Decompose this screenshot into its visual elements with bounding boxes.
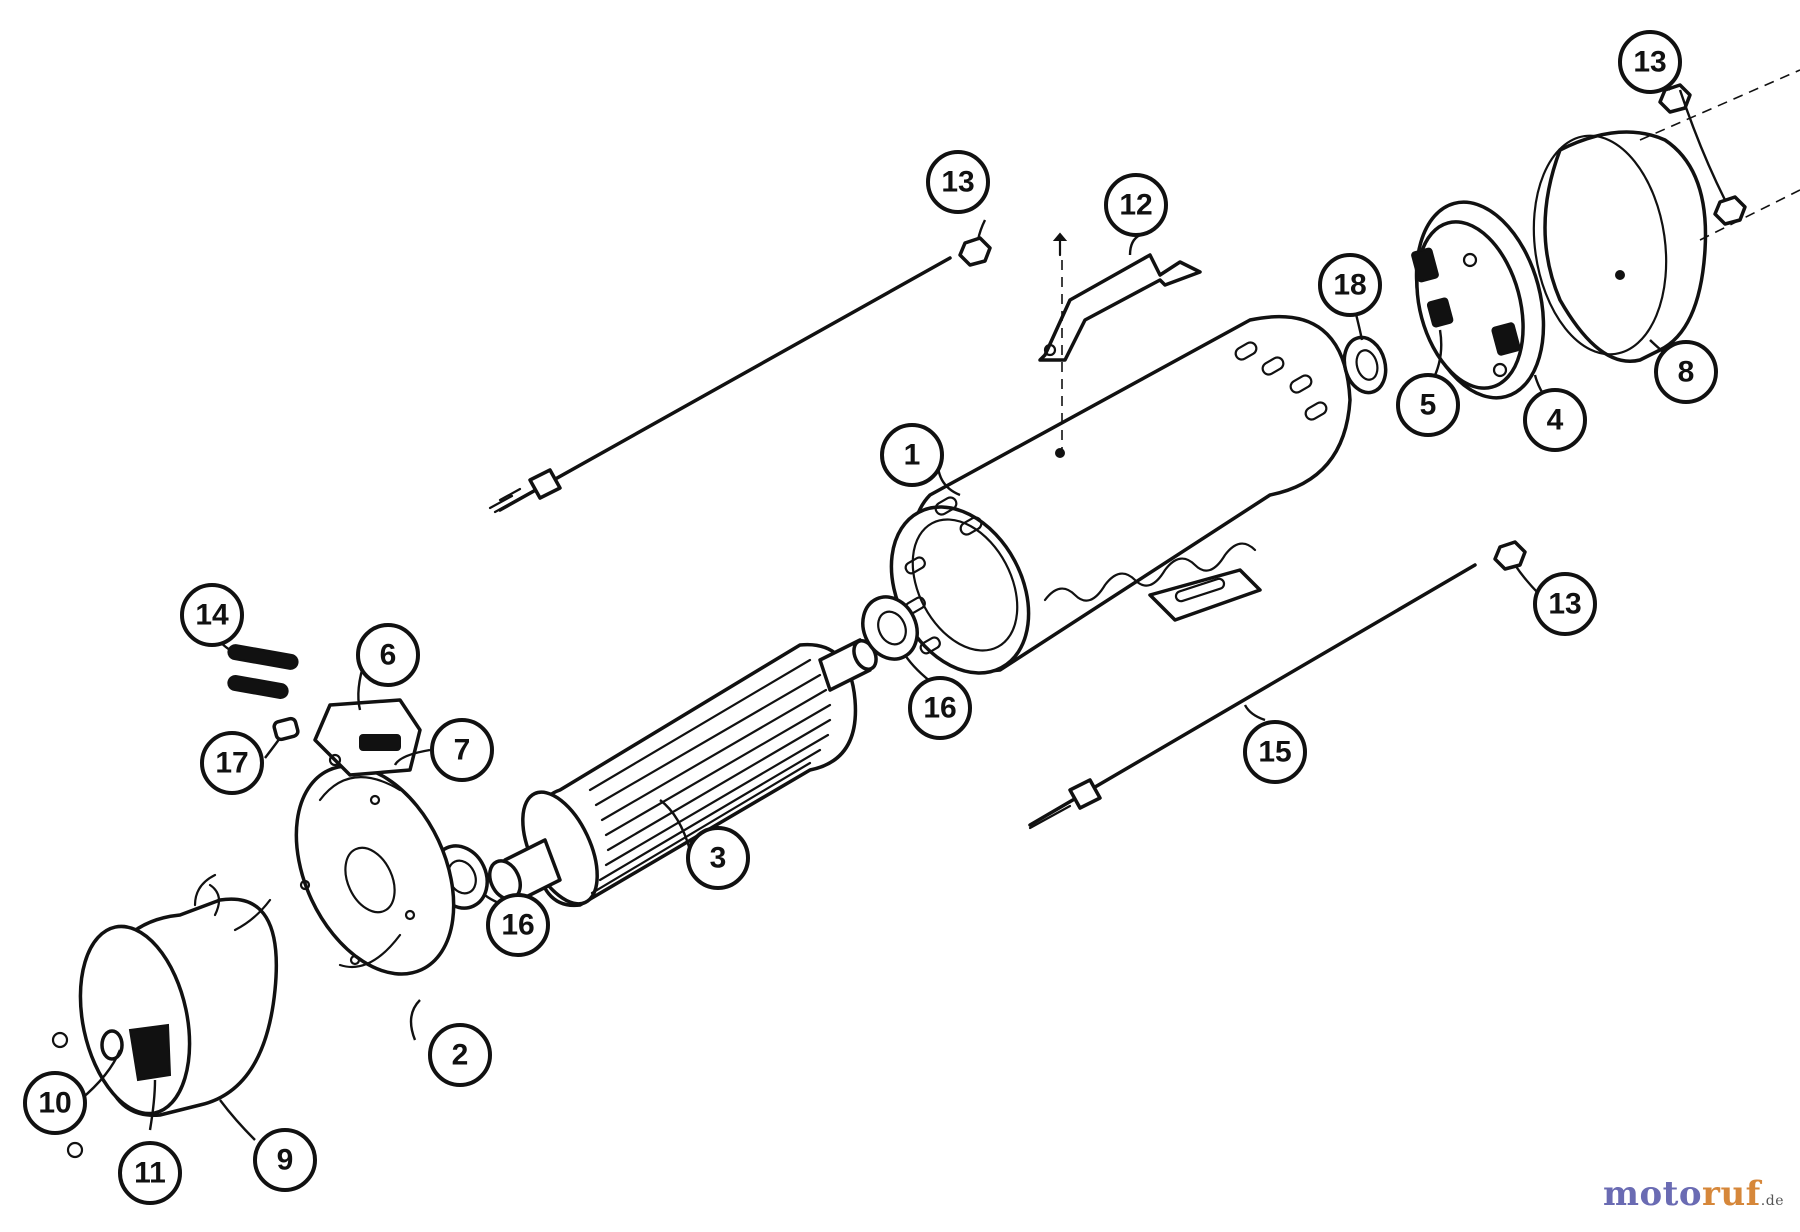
svg-text:13: 13 xyxy=(941,166,974,199)
end-plate xyxy=(294,764,456,976)
bearing-upper xyxy=(861,595,919,661)
watermark-logo: motoruf.de xyxy=(1603,1174,1784,1214)
svg-text:9: 9 xyxy=(277,1144,294,1177)
svg-text:11: 11 xyxy=(134,1157,166,1190)
end-cap xyxy=(1532,130,1708,363)
callout-13-lower: 13 xyxy=(1533,572,1597,636)
callout-4: 4 xyxy=(1523,388,1587,452)
watermark-main: moto xyxy=(1602,1174,1703,1214)
callout-9: 9 xyxy=(253,1128,317,1192)
svg-text:17: 17 xyxy=(215,747,248,780)
armature xyxy=(488,638,878,908)
watermark-tld: .de xyxy=(1760,1193,1784,1209)
nut-lower-bolt xyxy=(1493,540,1527,571)
watermark-accent: ruf xyxy=(1702,1174,1761,1214)
terminal-block xyxy=(313,698,422,777)
callout-13-top-right: 13 xyxy=(1618,30,1682,94)
callout-16-upper: 16 xyxy=(908,676,972,740)
svg-text:4: 4 xyxy=(1547,404,1564,437)
callout-12: 12 xyxy=(1104,173,1168,237)
nut-upper-bolt xyxy=(958,236,992,267)
svg-text:3: 3 xyxy=(710,842,727,875)
callout-7: 7 xyxy=(430,718,494,782)
svg-text:16: 16 xyxy=(501,909,534,942)
callout-5: 5 xyxy=(1396,373,1460,437)
svg-text:16: 16 xyxy=(923,692,956,725)
washer xyxy=(1342,335,1388,395)
motor-housing xyxy=(889,314,1352,675)
callout-16-lower: 16 xyxy=(486,893,550,957)
svg-text:5: 5 xyxy=(1420,389,1437,422)
brush-springs xyxy=(227,644,299,699)
svg-text:14: 14 xyxy=(195,599,229,632)
svg-text:2: 2 xyxy=(452,1039,469,1072)
svg-text:15: 15 xyxy=(1258,736,1291,769)
svg-text:7: 7 xyxy=(454,734,471,767)
callout-2: 2 xyxy=(428,1023,492,1087)
svg-text:13: 13 xyxy=(1633,46,1666,79)
svg-text:6: 6 xyxy=(380,639,397,672)
field-cap xyxy=(51,873,279,1159)
callout-17: 17 xyxy=(200,731,264,795)
svg-text:18: 18 xyxy=(1333,269,1366,302)
mounting-bracket xyxy=(1038,232,1202,455)
svg-text:12: 12 xyxy=(1119,189,1152,222)
callout-14: 14 xyxy=(180,583,244,647)
svg-text:10: 10 xyxy=(38,1087,71,1120)
svg-text:13: 13 xyxy=(1548,588,1581,621)
callout-18: 18 xyxy=(1318,253,1382,317)
callout-11: 11 xyxy=(118,1141,182,1205)
through-bolt-lower xyxy=(1028,563,1477,830)
svg-text:1: 1 xyxy=(904,439,921,472)
callout-8: 8 xyxy=(1654,340,1718,404)
callout-13-upper: 13 xyxy=(926,150,990,214)
svg-text:8: 8 xyxy=(1678,356,1695,389)
screw xyxy=(272,716,300,742)
callout-15: 15 xyxy=(1243,720,1307,784)
through-bolt-upper xyxy=(488,256,952,514)
callout-10: 10 xyxy=(23,1071,87,1135)
callout-1: 1 xyxy=(880,423,944,487)
brush-holder-assembly xyxy=(1411,200,1546,400)
callout-6: 6 xyxy=(356,623,420,687)
callout-3: 3 xyxy=(686,826,750,890)
